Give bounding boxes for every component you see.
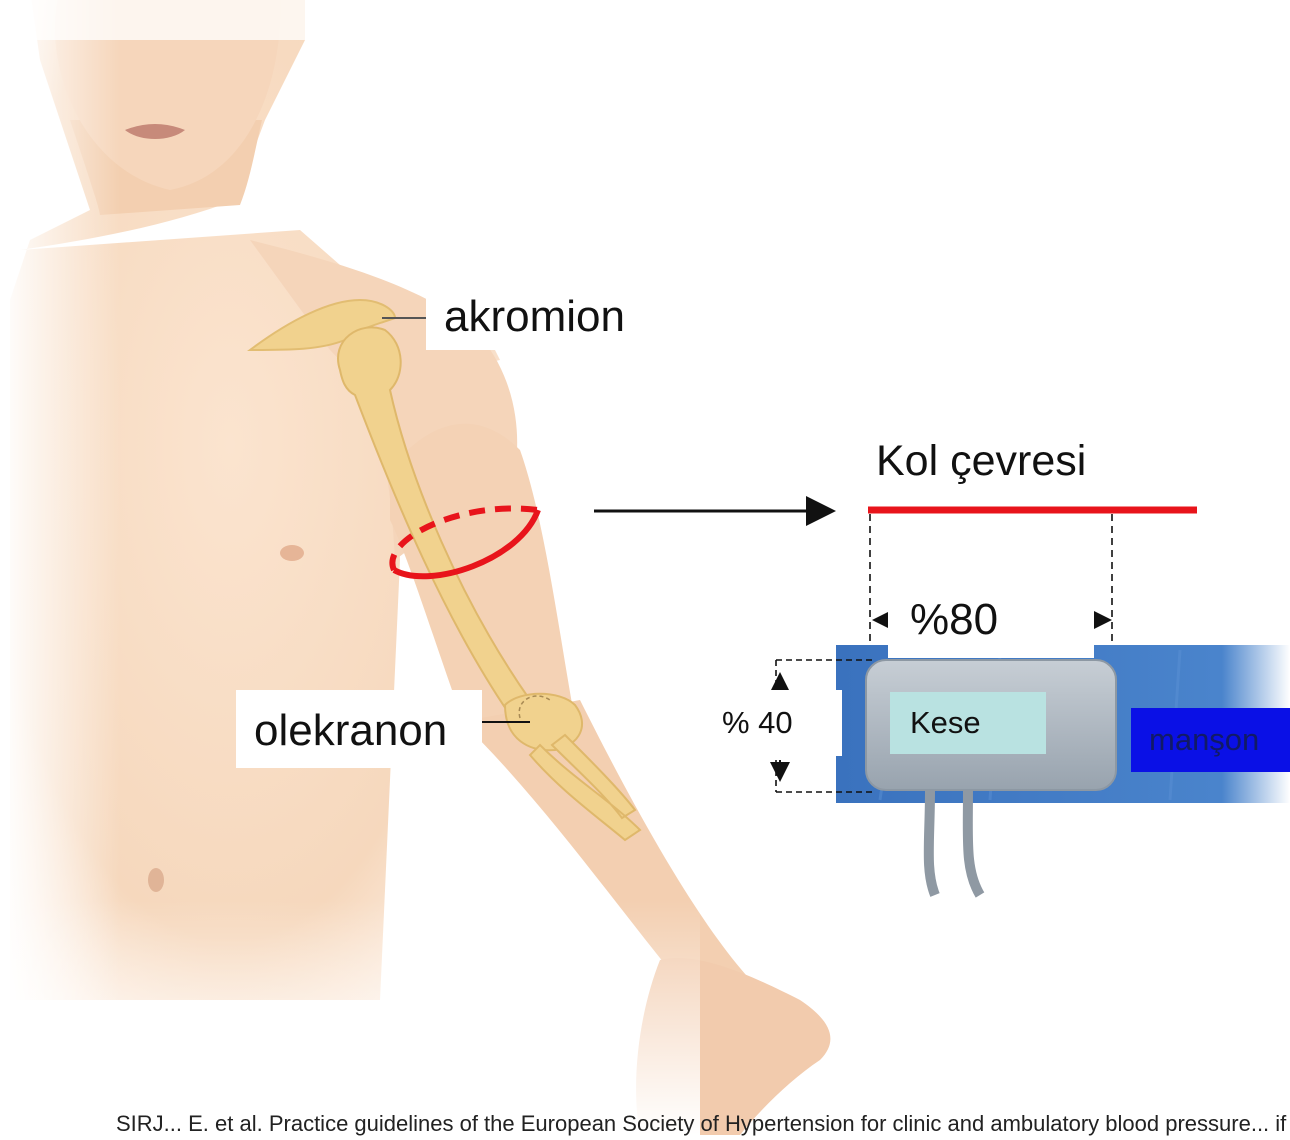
source-caption: SIRJ... E. et al. Practice guidelines of… (116, 1111, 1286, 1137)
body-figure (0, 0, 830, 1135)
arm-circumference-label: Kol çevresi (862, 432, 1162, 492)
acromion-label: akromion (426, 286, 648, 350)
bladder-length-label: %80 (888, 592, 1094, 658)
bladder-width-label: % 40 (712, 690, 842, 756)
cuff-label: manşon (1131, 708, 1290, 772)
bladder-label: Kese (890, 692, 1046, 754)
navel (148, 868, 164, 892)
nipple (280, 545, 304, 561)
olecranon-label: olekranon (236, 690, 482, 768)
cuff-tubes (929, 790, 980, 895)
